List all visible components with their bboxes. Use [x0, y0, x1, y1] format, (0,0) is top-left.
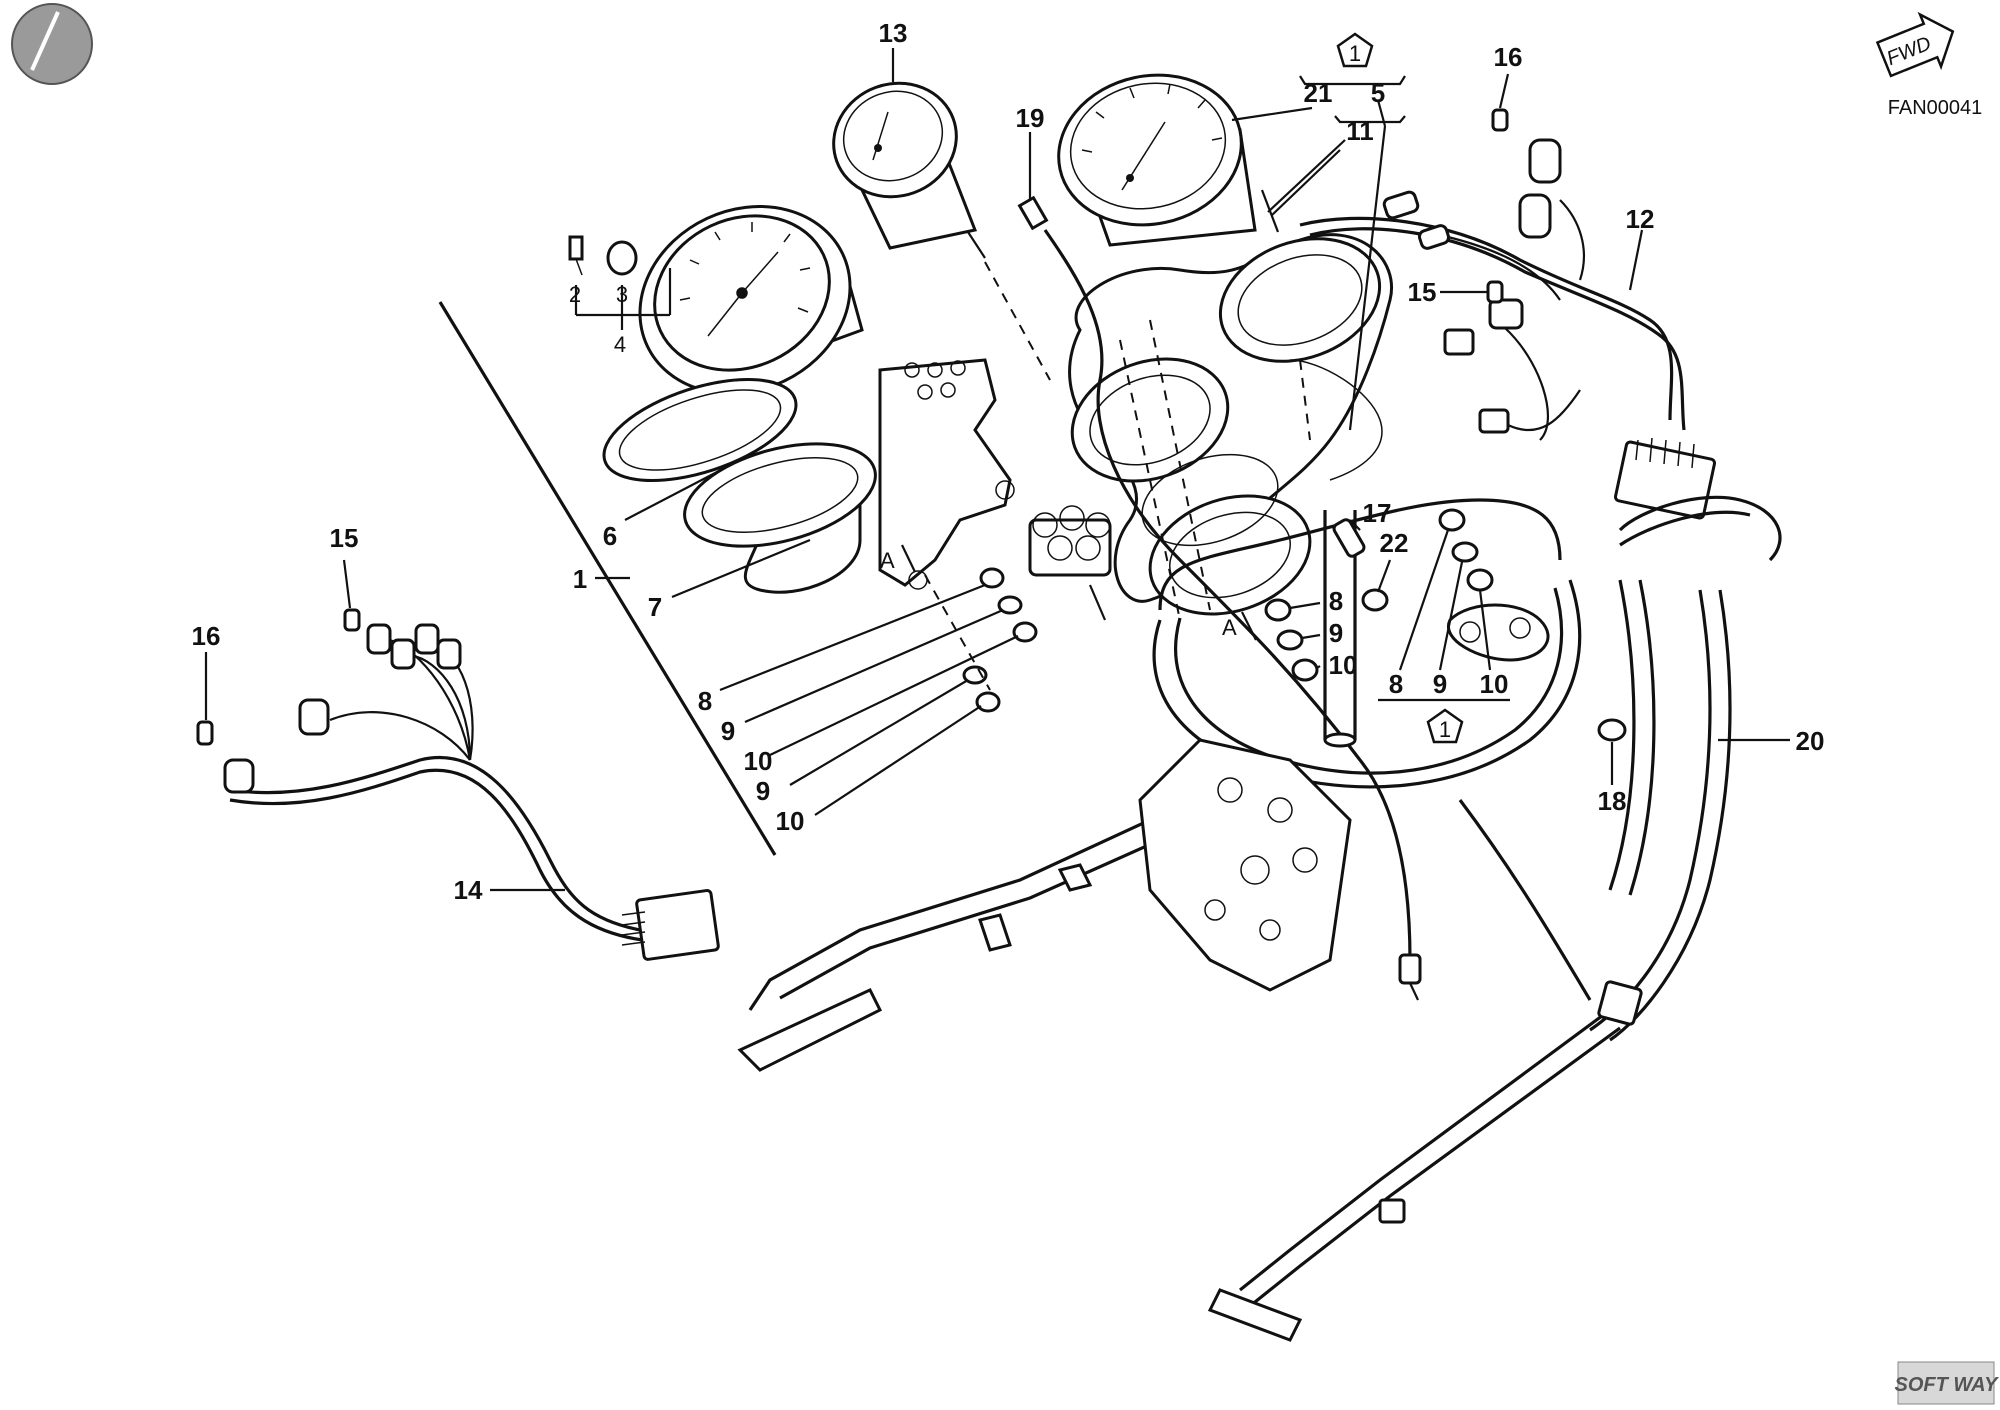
callout-10-mid: 10 — [1329, 650, 1358, 680]
callout-10-left-a: 10 — [744, 746, 773, 776]
svg-text:1: 1 — [1349, 41, 1361, 66]
callout-15-right: 15 — [1408, 277, 1437, 307]
screw-2-icon — [568, 235, 584, 261]
callout-16-left: 16 — [192, 621, 221, 651]
grommet-22-icon — [1361, 588, 1389, 612]
nut-3-icon — [606, 240, 638, 276]
svg-text:1: 1 — [1439, 717, 1451, 742]
callout-labels: 1 2 3 4 5 6 7 8 9 10 9 10 8 9 10 8 9 10 … — [192, 18, 1825, 905]
switch-17-icon — [1332, 518, 1366, 558]
speedometer-assembly: A — [568, 205, 1112, 713]
callout-9-right: 9 — [1433, 669, 1447, 699]
bulb-16-icon-right — [1491, 108, 1509, 132]
fastener-stack-right — [1264, 508, 1494, 682]
callout-13: 13 — [879, 18, 908, 48]
bulb-16-icon-left — [196, 720, 214, 746]
speedometer-dial-ticks — [679, 222, 811, 313]
callout-8-mid: 8 — [1329, 586, 1343, 616]
corner-disc-icon — [11, 3, 93, 85]
callout-4: 4 — [614, 332, 626, 357]
callout-5: 5 — [1371, 78, 1385, 108]
group-marker-top: 1 — [1336, 32, 1374, 68]
fastener-stack-left — [962, 567, 1038, 713]
callout-12: 12 — [1626, 204, 1655, 234]
callout-21: 21 — [1304, 78, 1333, 108]
callout-8-right: 8 — [1389, 669, 1403, 699]
callout-2: 2 — [569, 282, 581, 307]
drawing-code: FAN00041 — [1888, 97, 1983, 119]
group-marker-bottom: 1 — [1426, 708, 1464, 744]
bulb-15-icon-left — [343, 608, 361, 632]
view-a-marker-right: A — [1222, 615, 1237, 640]
callout-1: 1 — [573, 564, 587, 594]
callout-22: 22 — [1380, 528, 1409, 558]
view-a-marker-left: A — [880, 548, 895, 573]
callout-15-left: 15 — [330, 523, 359, 553]
callout-19: 19 — [1016, 103, 1045, 133]
svg-text:SOFT WAY: SOFT WAY — [1895, 1374, 2000, 1396]
callout-leader-lines — [204, 48, 1790, 892]
soft-way-logo: SOFT WAY — [1895, 1361, 2000, 1405]
tachometer-13 — [832, 81, 1051, 381]
support-frame-20 — [737, 495, 1782, 1342]
bulb-holder-cluster — [1028, 505, 1112, 621]
callout-18: 18 — [1598, 786, 1627, 816]
callout-7: 7 — [648, 592, 662, 622]
callout-8-left: 8 — [698, 686, 712, 716]
wiring-harness-14 — [196, 608, 720, 961]
callout-10-left-b: 10 — [776, 806, 805, 836]
callout-6: 6 — [603, 521, 617, 551]
callout-9-left-a: 9 — [721, 716, 735, 746]
callout-9-mid: 9 — [1329, 618, 1343, 648]
callout-17: 17 — [1363, 498, 1392, 528]
callout-10-right: 10 — [1480, 669, 1509, 699]
callout-20: 20 — [1796, 726, 1825, 756]
callout-16-right: 16 — [1494, 42, 1523, 72]
bulb-15-icon-right — [1486, 280, 1504, 304]
callout-14: 14 — [454, 875, 483, 905]
instrument-housing: A — [1068, 233, 1393, 641]
callout-3: 3 — [616, 282, 628, 307]
rev-counter-assembly — [1057, 73, 1280, 247]
callout-9-left-b: 9 — [756, 776, 770, 806]
nut-18-icon — [1597, 718, 1627, 742]
fwd-arrow-icon: FWD — [1875, 11, 1955, 78]
callout-11: 11 — [1346, 116, 1374, 146]
